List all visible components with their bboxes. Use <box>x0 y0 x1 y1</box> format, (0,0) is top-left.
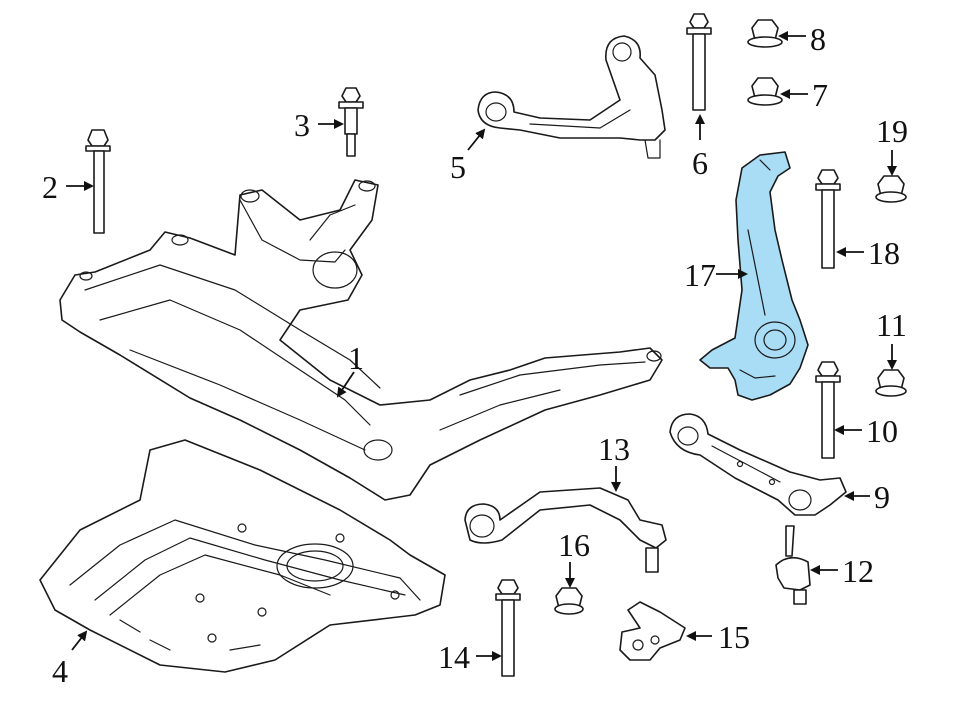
bolt-10 <box>815 361 841 459</box>
callout-4: 4 <box>52 653 68 689</box>
callout-19: 19 <box>876 113 908 149</box>
front-subframe <box>59 179 663 501</box>
bolt-3 <box>338 87 364 157</box>
leader-arrows <box>66 31 897 661</box>
nut-16 <box>554 587 584 615</box>
nut-11 <box>875 369 907 397</box>
callout-16: 16 <box>558 527 590 563</box>
callout-13: 13 <box>598 431 630 467</box>
callout-2: 2 <box>42 169 58 205</box>
bracket-15 <box>619 601 686 661</box>
callout-17: 17 <box>684 257 716 293</box>
bolt-18 <box>815 169 841 269</box>
nut-19 <box>875 175 907 203</box>
underbody-shield <box>39 439 446 673</box>
upper-control-arm <box>477 35 666 159</box>
front-lower-arm <box>464 487 667 573</box>
callout-14: 14 <box>438 639 470 675</box>
callout-11: 11 <box>876 307 907 343</box>
ball-joint <box>775 525 811 605</box>
arrow-4 <box>71 630 88 651</box>
bolt-6 <box>686 13 712 111</box>
callout-labels: 1 2 3 4 5 6 7 8 9 10 11 12 13 14 15 16 1… <box>42 21 908 689</box>
callout-10: 10 <box>866 413 898 449</box>
callout-5: 5 <box>450 149 466 185</box>
callout-15: 15 <box>718 619 750 655</box>
callout-3: 3 <box>294 107 310 143</box>
arrow-5 <box>467 128 486 151</box>
callout-12: 12 <box>842 553 874 589</box>
steering-knuckle <box>699 151 809 401</box>
callout-9: 9 <box>874 479 890 515</box>
callout-1: 1 <box>348 340 364 376</box>
nut-7 <box>747 77 783 106</box>
arrow-1 <box>336 371 355 398</box>
lower-control-arm <box>669 413 847 516</box>
bolt-14 <box>495 579 521 677</box>
nut-8 <box>747 19 783 48</box>
callout-18: 18 <box>868 235 900 271</box>
bolt-2 <box>85 129 111 234</box>
callout-8: 8 <box>810 21 826 57</box>
callout-7: 7 <box>812 77 828 113</box>
callout-6: 6 <box>692 145 708 181</box>
